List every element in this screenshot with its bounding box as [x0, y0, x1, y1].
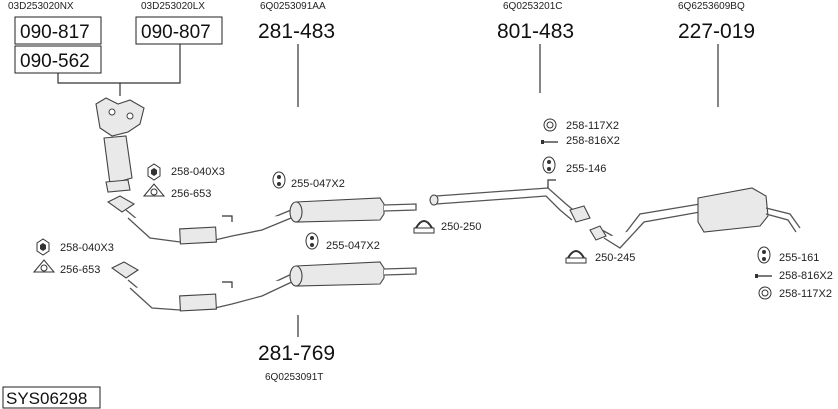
clamp-icon	[413, 220, 435, 234]
fitting-label-f12: 255-161	[779, 252, 819, 264]
gasket-icon	[36, 238, 50, 256]
oe-code-middle-upper: 6Q0253091AA	[260, 1, 326, 12]
gasket-icon	[147, 163, 161, 181]
flange-gasket-icon	[142, 183, 166, 197]
washer-icon	[758, 286, 772, 300]
rubber-hanger-icon	[757, 246, 771, 264]
system-code: SYS06298	[6, 389, 87, 408]
system-code-box	[2, 386, 101, 409]
fitting-label-f5: 258-816X2	[566, 135, 620, 147]
flange-gasket-icon	[32, 259, 56, 273]
part-number-upper-silencer: 281-483	[258, 20, 335, 43]
part-number-p2: 090-807	[141, 22, 211, 43]
rubber-hanger-icon	[542, 156, 556, 174]
fitting-label-f1: 258-040X3	[171, 166, 225, 178]
part-number-p1: 090-817	[20, 22, 90, 43]
oe-code-middle-lower: 6Q0253091T	[265, 372, 323, 383]
washer-icon	[543, 118, 557, 132]
fitting-label-f13: 258-816X2	[779, 270, 833, 282]
oe-code-rear: 6Q6253609BQ	[678, 1, 745, 12]
clamp-icon	[565, 250, 587, 264]
part-number-middle-pipe: 801-483	[497, 20, 574, 43]
fitting-label-f9: 256-653	[60, 264, 100, 276]
fitting-label-f11: 250-245	[595, 252, 635, 264]
fitting-label-f14: 258-117X2	[779, 288, 832, 300]
exhaust-manifold[interactable]	[95, 97, 145, 193]
fitting-label-f7: 250-250	[441, 221, 481, 233]
fitting-label-f6: 255-146	[566, 163, 606, 175]
fitting-label-f8: 258-040X3	[60, 242, 114, 254]
bolt-icon	[541, 140, 558, 144]
rubber-hanger-icon	[305, 232, 319, 250]
part-number-lower-silencer: 281-769	[258, 342, 335, 365]
part-number-p3: 090-562	[20, 51, 90, 72]
oe-code-middle-rear: 6Q0253201C	[503, 1, 563, 12]
fitting-label-f2: 256-653	[171, 188, 211, 200]
part-box-p1[interactable]	[14, 16, 102, 45]
manifold-connector-line	[57, 44, 181, 96]
oe-code-manifold-a: 03D253020NX	[8, 1, 74, 12]
middle-pipe[interactable]	[429, 179, 591, 223]
rear-silencer[interactable]	[589, 187, 801, 249]
part-box-p2[interactable]	[135, 16, 223, 45]
fitting-label-f4: 258-117X2	[566, 120, 619, 132]
upper-exhaust-line[interactable]	[106, 195, 417, 245]
lower-exhaust-line[interactable]	[110, 261, 417, 312]
part-number-rear-silencer: 227-019	[678, 20, 755, 43]
bolt-icon	[755, 274, 772, 278]
fitting-label-f10: 255-047X2	[326, 240, 380, 252]
fitting-label-f3: 255-047X2	[291, 178, 345, 190]
rubber-hanger-icon	[272, 171, 286, 189]
oe-code-manifold-b: 03D253020LX	[141, 1, 205, 12]
